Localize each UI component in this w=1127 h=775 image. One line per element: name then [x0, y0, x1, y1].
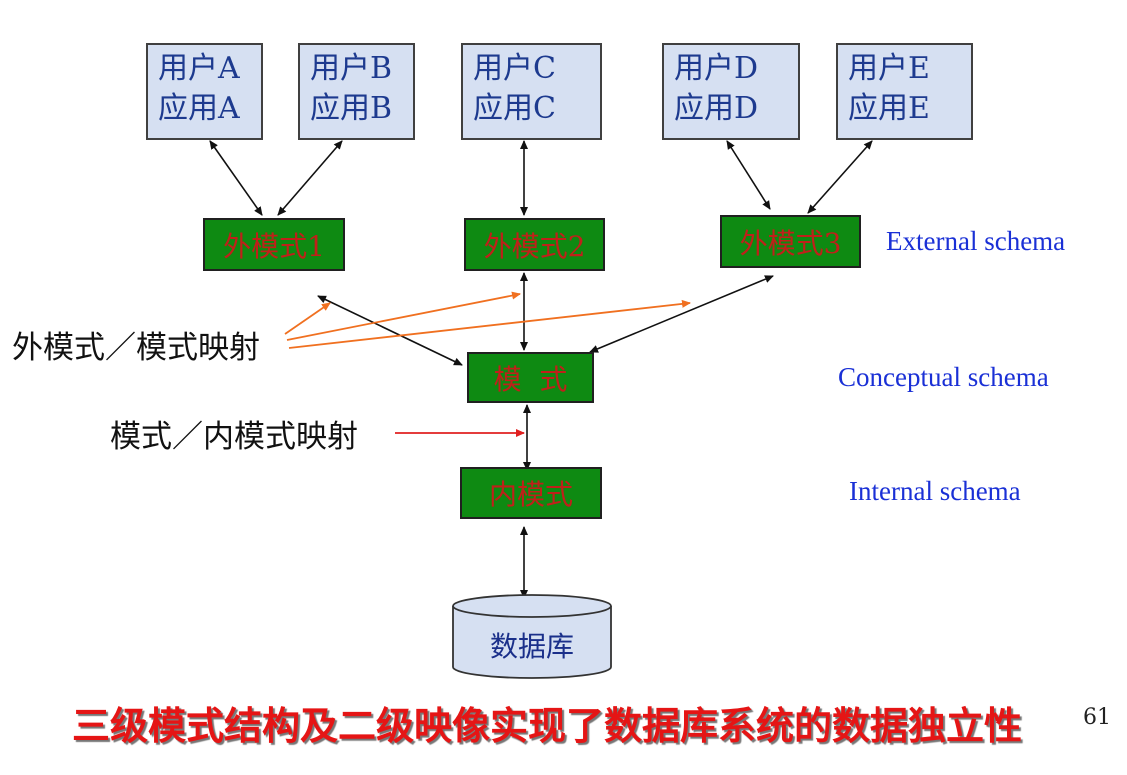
- user-app-box-b: 用户B 应用B: [298, 43, 415, 140]
- user-label: 用户E: [848, 51, 930, 86]
- mapping-arrow-ext1: [284, 302, 331, 335]
- user-label: 用户D: [674, 51, 759, 86]
- internal-schema: 内模式: [460, 467, 602, 519]
- user-label: 用户C: [473, 51, 556, 86]
- app-label: 应用C: [473, 91, 556, 126]
- internal-schema-label: Internal schema: [849, 476, 1021, 506]
- arrow-userA-ext1: [209, 140, 263, 216]
- arrow-ext1-conceptual: [317, 295, 463, 366]
- external-schema-2: 外模式2: [464, 218, 605, 271]
- user-app-box-a: 用户A 应用A: [146, 43, 263, 140]
- app-label: 应用B: [310, 91, 393, 126]
- internal-mapping-label: 模式／内模式映射: [110, 419, 358, 455]
- app-label: 应用D: [674, 91, 759, 126]
- page-number: 61: [1083, 705, 1111, 730]
- user-app-box-c: 用户C 应用C: [461, 43, 602, 140]
- user-app-box-d: 用户D 应用D: [662, 43, 800, 140]
- app-label: 应用A: [158, 91, 240, 126]
- external-mapping-label: 外模式／模式映射: [12, 330, 260, 366]
- mapping-arrow-ext2: [286, 291, 521, 341]
- database-label: 数据库: [489, 630, 574, 663]
- arrow-userE-ext3: [807, 140, 873, 214]
- user-label: 用户A: [158, 51, 240, 86]
- conceptual-schema-label: Conceptual schema: [838, 362, 1049, 392]
- external-schema-3: 外模式3: [720, 215, 861, 268]
- slide-conclusion: 三级模式结构及二级映像实现了数据库系统的数据独立性: [72, 704, 1023, 748]
- external-schema-label: External schema: [886, 226, 1066, 256]
- database-cylinder: [452, 594, 612, 679]
- mapping-arrow-ext3: [288, 299, 691, 349]
- user-label: 用户B: [310, 51, 393, 86]
- conceptual-schema: 模 式: [467, 352, 594, 403]
- external-schema-1: 外模式1: [203, 218, 345, 271]
- user-app-box-e: 用户E 应用E: [836, 43, 973, 140]
- arrow-userD-ext3: [726, 140, 771, 210]
- arrow-userB-ext1: [277, 140, 343, 216]
- app-label: 应用E: [848, 91, 930, 126]
- arrow-ext3-conceptual: [589, 275, 774, 353]
